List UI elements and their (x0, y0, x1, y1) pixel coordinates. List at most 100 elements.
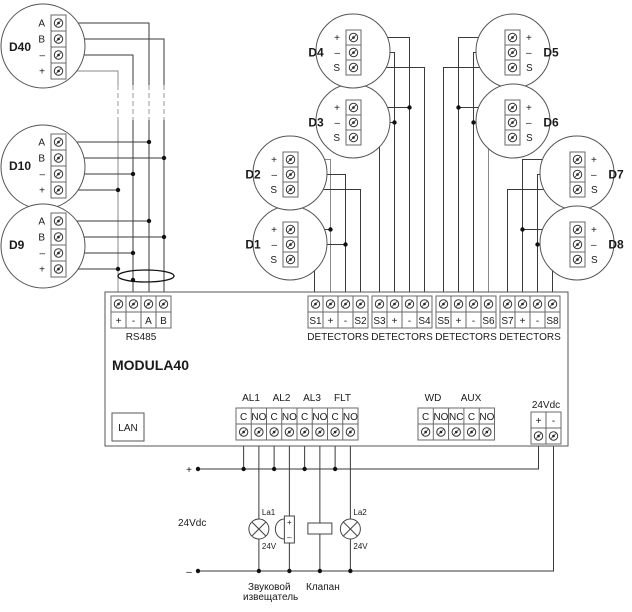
lan-port (111, 412, 145, 442)
screw-slot (534, 301, 541, 307)
lamp-name: La2 (353, 508, 367, 517)
screw-slot (287, 226, 294, 233)
lamp-name: La1 (262, 508, 276, 517)
terminal-label: - (552, 416, 555, 427)
detector-terminal-label: B (38, 233, 45, 244)
screw-slot (312, 301, 319, 307)
buzzer-icon (283, 515, 295, 544)
terminal-label: NO (251, 412, 266, 423)
screw-slot (256, 429, 262, 435)
junction-dot (302, 466, 307, 472)
rs485-wire (66, 38, 165, 85)
terminal-label: A (145, 316, 152, 327)
screw-slot (350, 104, 357, 111)
terminal-label: - (472, 316, 475, 327)
detector-terminal-label: B (38, 154, 45, 165)
screw-slot (350, 134, 357, 141)
junction-dot (130, 250, 136, 256)
detector-terminal-label: – (39, 249, 45, 260)
detector-name: D7 (608, 168, 624, 182)
screw-slot (350, 119, 357, 126)
screw-slot (55, 266, 62, 272)
junction-dot (130, 277, 136, 283)
junction-dot (392, 120, 397, 125)
detector-terminal-label: – (591, 170, 597, 181)
lamp-rating: 24V (353, 542, 368, 551)
terminal-label: - (408, 316, 411, 327)
screw-slot (440, 301, 447, 307)
terminal-label: NC (449, 412, 463, 423)
detector-terminal-label: – (334, 48, 340, 59)
screw-slot (453, 429, 460, 435)
terminal-label: C (468, 412, 475, 423)
junction-dot (115, 187, 121, 193)
terminal-label: C (271, 412, 278, 423)
screw-slot (327, 301, 334, 307)
screw-slot (287, 241, 294, 248)
detector-d7: +–SD7 (539, 135, 624, 211)
screw-slot (55, 52, 62, 58)
screw-slot (535, 433, 542, 439)
detector-terminal-label: – (334, 118, 340, 129)
screw-slot (504, 301, 511, 307)
screw-slot (438, 429, 444, 435)
detector-terminal-label: S (270, 255, 277, 266)
screw-slot (342, 301, 349, 307)
detector-terminal-label: S (333, 63, 340, 74)
screw-slot (55, 250, 62, 256)
junction-dot (332, 466, 338, 472)
screw-slot (549, 301, 556, 307)
detector-terminal-label: – (526, 48, 532, 59)
screw-slot (240, 429, 247, 435)
junction-dot (146, 139, 152, 145)
detector-d8: +–SD8 (539, 205, 624, 281)
terminal-block: +- (530, 411, 562, 445)
screw-slot (376, 301, 383, 307)
buzzer-minus: – (287, 533, 292, 542)
power-label: 24Vdc (532, 400, 560, 411)
detector-terminal-label: + (39, 265, 45, 276)
detector-name: D4 (308, 46, 324, 60)
terminal-label: NO (312, 412, 327, 423)
detector-terminal-label: + (271, 225, 277, 236)
detector-terminal-label: + (334, 33, 340, 44)
detector-terminal-label: A (38, 217, 45, 228)
terminal-label: C (301, 412, 308, 423)
terminal-label: NO (282, 412, 297, 423)
screw-slot (332, 429, 338, 435)
junction-dot (456, 105, 461, 110)
detectors-label: DETECTORS (499, 332, 561, 343)
screw-slot (301, 429, 308, 435)
terminal-label: + (536, 416, 542, 427)
detector-name: D2 (245, 168, 261, 182)
terminal-label: S3 (373, 316, 386, 327)
detector-terminal-label: + (39, 186, 45, 197)
detector-d5: +–SD5 (475, 13, 559, 89)
junction-dot (241, 466, 246, 472)
screw-slot (55, 68, 62, 74)
plus-rail (198, 444, 539, 470)
junction-dot (317, 568, 323, 574)
screw-slot (484, 429, 490, 435)
junction-dot (287, 568, 292, 574)
screw-slot (550, 433, 557, 439)
detector-d3: +–SD3 (308, 83, 391, 159)
screw-slot (470, 301, 477, 307)
terminal-block: C NO (266, 407, 298, 441)
detector-name: D8 (608, 238, 624, 252)
terminal-block: S3+-S4 (371, 295, 433, 329)
detector-terminal-label: + (591, 155, 597, 166)
detector-terminal-label: B (38, 35, 45, 46)
detector-terminal-label: S (270, 185, 277, 196)
detector-d10: AB–+D10 (0, 124, 86, 210)
detector-terminal-label: – (271, 170, 277, 181)
screw-slot (160, 301, 167, 307)
detector-name: D6 (543, 116, 559, 130)
terminal-label: + (520, 316, 526, 327)
screw-slot (287, 256, 294, 263)
junction-dot (343, 242, 348, 247)
